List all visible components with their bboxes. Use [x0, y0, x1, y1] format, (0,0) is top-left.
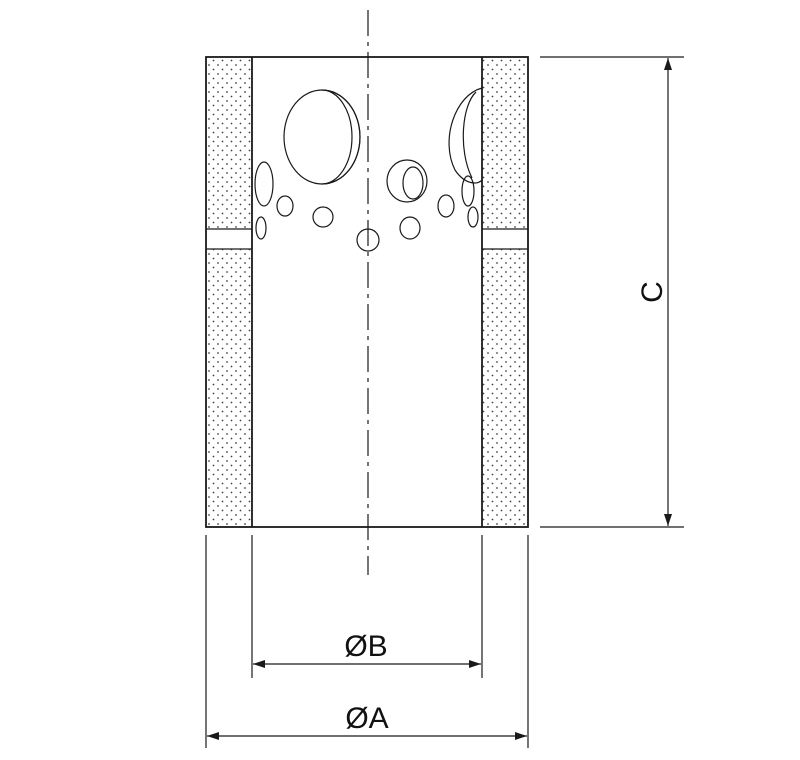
right-large-hole — [448, 87, 483, 184]
right-wall-upper-hatch — [482, 57, 528, 229]
small-hole-4 — [399, 216, 421, 240]
large-hole-edge — [321, 89, 361, 185]
small-hole-6 — [255, 216, 267, 240]
c-label: C — [636, 281, 669, 303]
small-hole-7 — [467, 206, 479, 228]
outer-outline — [205, 56, 529, 528]
right-large-hole-edge — [462, 91, 477, 179]
right-wall-lower-hatch — [482, 249, 528, 527]
small-hole-3 — [356, 228, 380, 252]
lubrication-holes — [254, 87, 483, 252]
left-wall-lower-hatch — [206, 249, 252, 527]
small-hole-5 — [437, 194, 455, 218]
small-hole-1 — [276, 195, 294, 217]
medium-hole — [386, 159, 428, 203]
b-label: ØB — [344, 630, 387, 663]
right-oval-hole — [461, 175, 475, 207]
small-hole-2 — [312, 206, 334, 228]
medium-hole-edge — [402, 166, 424, 200]
left-wall-upper-hatch — [206, 57, 252, 229]
a-label: ØA — [345, 702, 388, 735]
left-oval-hole — [254, 161, 274, 207]
